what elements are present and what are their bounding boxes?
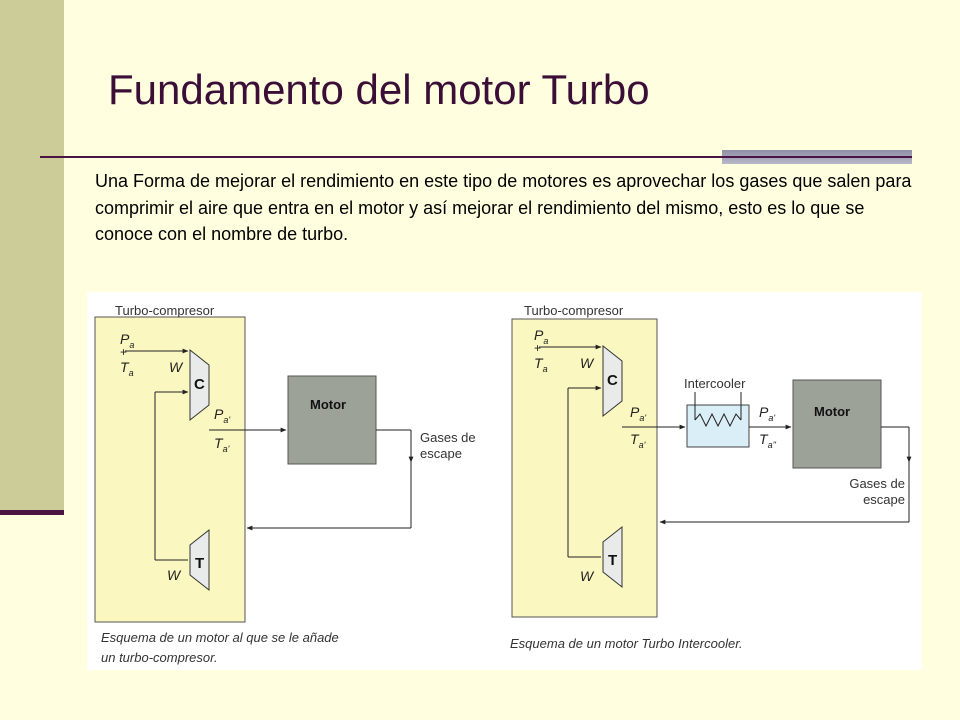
- right-turbo-label: Turbo-compresor: [524, 303, 624, 318]
- diagram-right: Turbo-compresor Pa + Ta W C Pa' Ta' Inte…: [510, 303, 912, 651]
- body-text: Una Forma de mejorar el rendimiento en e…: [95, 171, 912, 244]
- turbo-diagrams-svg: Turbo-compresor Pa + Ta W C Pa' Ta' Moto…: [94, 303, 912, 665]
- right-turbine-label: T: [608, 552, 617, 569]
- turbo-figure: Turbo-compresor Pa + Ta W C Pa' Ta' Moto…: [87, 292, 922, 670]
- right-w-top: W: [580, 355, 595, 371]
- left-compressor-icon: [189, 348, 210, 422]
- title-rule: [40, 156, 912, 158]
- left-turbo-panel: [94, 316, 246, 623]
- left-compressor-label: C: [194, 376, 205, 393]
- left-pa1-label: Pa': [214, 406, 230, 425]
- left-engine-label: Motor: [310, 397, 346, 412]
- left-w-top: W: [169, 359, 184, 375]
- left-exhaust-label-2: escape: [420, 446, 462, 461]
- left-plus: +: [120, 345, 127, 359]
- right-ta-label: Ta: [534, 355, 548, 374]
- right-turbine-icon: [602, 525, 623, 589]
- right-exhaust-label-2: escape: [863, 492, 905, 507]
- right-plus: +: [534, 341, 541, 355]
- diagram-left: Turbo-compresor Pa + Ta W C Pa' Ta' Moto…: [94, 303, 476, 665]
- right-turbo-panel: [511, 318, 658, 618]
- left-turbo-label: Turbo-compresor: [115, 303, 215, 318]
- right-intercooler-label: Intercooler: [684, 376, 746, 391]
- left-turbine-label: T: [195, 555, 204, 572]
- right-ta2-label: Ta'': [759, 431, 776, 450]
- side-accent-bar: [0, 510, 64, 515]
- right-compressor-icon: [602, 344, 623, 418]
- right-w-bottom: W: [580, 568, 595, 584]
- right-compressor-label: C: [607, 372, 618, 389]
- right-engine-label: Motor: [814, 404, 850, 419]
- left-turbine-icon: [189, 528, 210, 592]
- left-exhaust-label-1: Gases de: [420, 430, 476, 445]
- left-w-bottom: W: [167, 567, 182, 583]
- left-caption-line-1: Esquema de un motor al que se le añade: [101, 630, 339, 645]
- right-engine-block: [792, 379, 882, 469]
- right-pa1-label: Pa': [630, 404, 646, 423]
- right-pa-label: Pa: [534, 327, 548, 346]
- right-caption: Esquema de un motor Turbo Intercooler.: [510, 636, 743, 651]
- left-ta-label: Ta: [120, 359, 134, 378]
- left-caption-line-2: un turbo-compresor.: [101, 650, 218, 665]
- left-pa-label: Pa: [120, 331, 134, 350]
- right-exhaust-label-1: Gases de: [849, 476, 905, 491]
- right-pa2-label: Pa': [759, 404, 775, 423]
- right-ta1-label: Ta': [630, 431, 646, 450]
- right-intercooler-coil-icon: [694, 412, 742, 428]
- left-engine-block: [287, 375, 377, 465]
- left-ta1-label: Ta': [214, 435, 230, 454]
- side-band: [0, 0, 64, 510]
- slide-title: Fundamento del motor Turbo: [108, 66, 650, 113]
